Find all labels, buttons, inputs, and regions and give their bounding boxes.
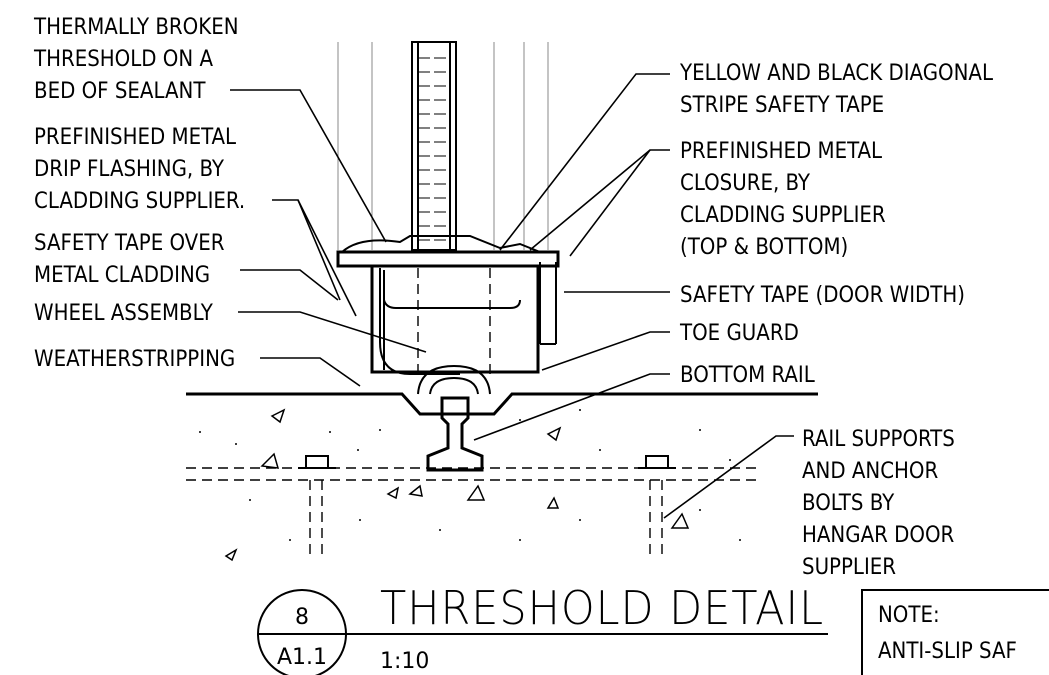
label-line: HANGAR DOOR xyxy=(802,523,955,548)
label-line: CLADDING SUPPLIER. xyxy=(34,189,245,214)
leader-lines xyxy=(230,73,794,519)
concrete-stipple xyxy=(199,409,741,541)
label-line: PREFINISHED METAL xyxy=(680,139,882,164)
label-line: RAIL SUPPORTS xyxy=(802,427,955,452)
label-line: PREFINISHED METAL xyxy=(34,125,236,150)
label-line: BOTTOM RAIL xyxy=(680,363,815,388)
panel-insulation-pattern xyxy=(418,57,450,241)
concrete-aggregate xyxy=(224,408,690,562)
label-line: CLOSURE, BY xyxy=(680,171,811,196)
label-safety-tape-door-width: SAFETY TAPE (DOOR WIDTH) xyxy=(680,283,965,308)
label-diagonal-stripe-tape: YELLOW AND BLACK DIAGONAL STRIPE SAFETY … xyxy=(679,61,993,118)
label-line: DRIP FLASHING, BY xyxy=(34,157,225,182)
sheet-reference: A1.1 xyxy=(277,645,327,670)
label-line: THRESHOLD ON A xyxy=(33,47,213,72)
label-line: YELLOW AND BLACK DIAGONAL xyxy=(679,61,993,86)
drawing-title: THRESHOLD DETAIL xyxy=(380,581,824,635)
detail-number: 8 xyxy=(295,605,309,630)
label-line: METAL CLADDING xyxy=(34,263,210,288)
door-panel xyxy=(337,41,549,251)
note-heading: NOTE: xyxy=(878,603,940,628)
note-box: NOTE: ANTI-SLIP SAF xyxy=(861,589,1049,675)
label-safety-tape-over-cladding: SAFETY TAPE OVER METAL CLADDING xyxy=(34,231,225,288)
drawing-scale: 1:10 xyxy=(380,649,429,674)
floor-and-rail xyxy=(186,392,818,562)
label-line: WEATHERSTRIPPING xyxy=(34,347,235,372)
label-toe-guard: TOE GUARD xyxy=(679,321,799,346)
label-line: CLADDING SUPPLIER xyxy=(680,203,886,228)
label-line: TOE GUARD xyxy=(679,321,799,346)
label-line: SAFETY TAPE OVER xyxy=(34,231,225,256)
label-line: STRIPE SAFETY TAPE xyxy=(680,93,884,118)
label-bottom-rail: BOTTOM RAIL xyxy=(680,363,815,388)
label-wheel-assembly: WHEEL ASSEMBLY xyxy=(34,301,214,326)
label-line: WHEEL ASSEMBLY xyxy=(34,301,214,326)
label-drip-flashing: PREFINISHED METAL DRIP FLASHING, BY CLAD… xyxy=(34,125,245,214)
label-thermally-broken-threshold: THERMALLY BROKEN THRESHOLD ON A BED OF S… xyxy=(33,15,239,104)
note-text: ANTI-SLIP SAF xyxy=(878,639,1017,664)
label-line: THERMALLY BROKEN xyxy=(33,15,239,40)
label-line: SUPPLIER xyxy=(802,555,896,580)
label-line: AND ANCHOR xyxy=(802,459,938,484)
label-weatherstripping: WEATHERSTRIPPING xyxy=(34,347,235,372)
bottom-rail-assembly xyxy=(336,235,560,395)
anchor-bolt-right xyxy=(638,455,676,560)
anchor-bolt-left xyxy=(298,455,336,560)
label-line: BED OF SEALANT xyxy=(34,79,206,104)
label-line: BOLTS BY xyxy=(802,491,895,516)
title-block: 8 A1.1 THRESHOLD DETAIL 1:10 xyxy=(257,581,828,675)
label-line: (TOP & BOTTOM) xyxy=(680,235,848,260)
label-rail-supports: RAIL SUPPORTS AND ANCHOR BOLTS BY HANGAR… xyxy=(802,427,955,580)
label-line: SAFETY TAPE (DOOR WIDTH) xyxy=(680,283,965,308)
label-metal-closure: PREFINISHED METAL CLOSURE, BY CLADDING S… xyxy=(680,139,886,260)
